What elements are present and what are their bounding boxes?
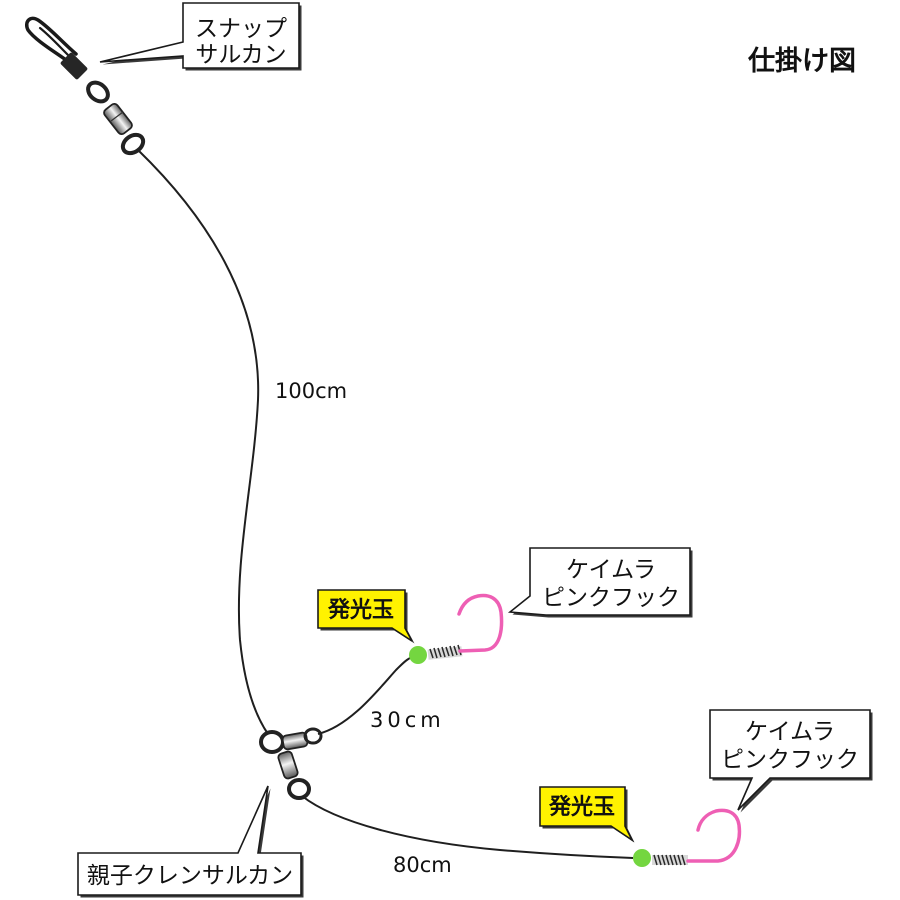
crane-bottom-ring bbox=[287, 778, 311, 800]
callout-box bbox=[99, 2, 300, 69]
snap-lower-ring bbox=[120, 132, 146, 156]
callout-line: サルカン bbox=[195, 42, 286, 68]
crane-side-ring bbox=[303, 727, 323, 745]
lower-spring bbox=[652, 854, 688, 866]
snap-clasp bbox=[25, 16, 78, 62]
upper-spring bbox=[427, 644, 463, 660]
snap-clasp-inner-wire bbox=[38, 26, 70, 57]
callout-upper-hook: ケイムラ ピンクフック bbox=[507, 547, 693, 618]
crane-lower-body bbox=[277, 750, 299, 780]
crane-swivel bbox=[259, 727, 323, 800]
lower-glow-bead bbox=[633, 849, 651, 867]
snap-barrel bbox=[60, 52, 88, 80]
callout-line: スナップ bbox=[195, 16, 287, 42]
callout-box bbox=[507, 547, 691, 616]
callout-box bbox=[317, 589, 413, 642]
callout-line: 発光玉 bbox=[548, 795, 615, 820]
lower-branch-line bbox=[301, 795, 634, 859]
snap-upper-ring bbox=[86, 80, 110, 104]
snap-swivel-body bbox=[103, 102, 133, 136]
callout-line: ピンクフック bbox=[721, 747, 859, 773]
upper-pink-hook bbox=[457, 593, 504, 653]
main-line bbox=[137, 149, 269, 735]
callout-line: ピンクフック bbox=[542, 585, 680, 611]
callout-crane-swivel: 親子クレンサルカン bbox=[77, 785, 304, 898]
callout-box bbox=[709, 709, 871, 811]
upper-branch-line bbox=[317, 657, 411, 735]
callout-box bbox=[77, 785, 302, 896]
callout-line: 発光玉 bbox=[327, 598, 394, 623]
diagram-title: 仕掛け図 bbox=[747, 46, 856, 77]
callout-lower-hook: ケイムラ ピンクフック bbox=[709, 709, 873, 813]
callout-box bbox=[539, 786, 635, 843]
upper-spring-coils bbox=[429, 644, 462, 659]
lower-pink-hook bbox=[686, 808, 742, 863]
upper-branch-length-label: 30cm bbox=[370, 708, 445, 732]
callout-snap-swivel: スナップ サルカン bbox=[99, 2, 302, 71]
callout-lower-bead: 発光玉 bbox=[539, 786, 635, 843]
callout-line: ケイムラ bbox=[566, 557, 656, 583]
lower-branch-length-label: 80cm bbox=[393, 853, 452, 877]
snap-swivel-body-seam bbox=[110, 111, 124, 122]
callout-upper-bead: 発光玉 bbox=[317, 589, 415, 644]
snap-swivel bbox=[25, 16, 146, 156]
main-line-length-label: 100cm bbox=[275, 379, 347, 403]
lower-spring-core bbox=[652, 855, 688, 865]
callout-line: ケイムラ bbox=[745, 719, 835, 745]
upper-glow-bead bbox=[409, 646, 427, 664]
lower-spring-coils bbox=[653, 854, 686, 866]
crane-top-ring bbox=[259, 730, 285, 754]
callout-line: 親子クレンサルカン bbox=[87, 863, 293, 889]
